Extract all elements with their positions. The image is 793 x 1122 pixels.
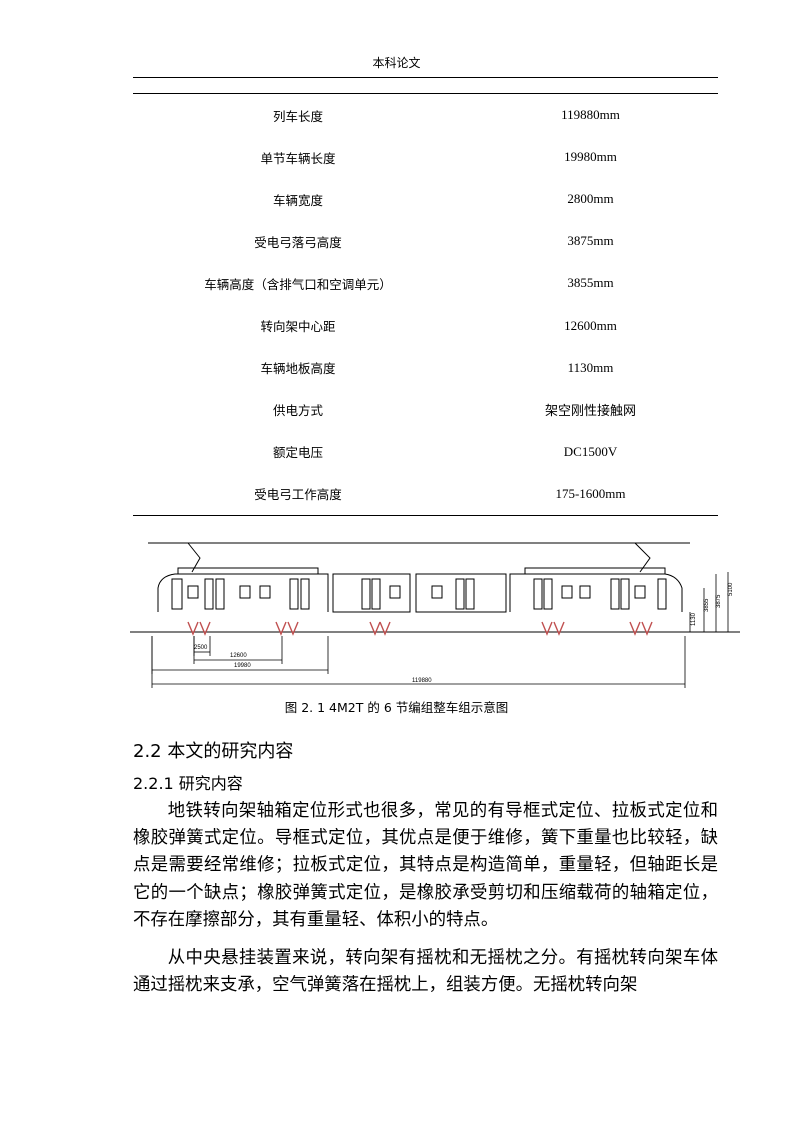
- spec-name: 车辆地板高度: [260, 361, 336, 377]
- dim-label-d3: 19980: [234, 663, 251, 669]
- door: [533, 578, 543, 610]
- spec-value: 2800mm: [567, 191, 614, 207]
- door: [215, 578, 225, 610]
- spec-value: 175-1600mm: [555, 485, 626, 501]
- window: [389, 585, 401, 599]
- door: [455, 578, 465, 610]
- window: [259, 585, 271, 599]
- table-row: 转向架中心距 12600mm: [133, 304, 718, 346]
- table-row: 受电弓落弓高度 3875mm: [133, 220, 718, 262]
- table-row: 列车长度 119880mm: [133, 94, 718, 137]
- table-row: 额定电压 DC1500V: [133, 431, 718, 473]
- door: [204, 578, 214, 610]
- table-row: 车辆地板高度 1130mm: [133, 347, 718, 389]
- subsection-heading: 2.2.1 研究内容: [133, 774, 243, 793]
- door: [300, 578, 310, 610]
- window: [579, 585, 591, 599]
- dim-label-h1: 1130: [691, 612, 697, 626]
- door: [657, 578, 667, 610]
- car-body-rear: [509, 573, 683, 612]
- door: [361, 578, 371, 610]
- table-row: 受电弓工作高度 175-1600mm: [133, 473, 718, 516]
- dim-label-h3: 3875: [716, 594, 722, 608]
- car-body-front: [157, 573, 329, 612]
- table-row: 车辆宽度 2800mm: [133, 178, 718, 220]
- door: [171, 578, 183, 610]
- window: [561, 585, 573, 599]
- dim-label-d1: 2500: [194, 645, 208, 651]
- bogie-group: [187, 621, 653, 636]
- spec-value: 3875mm: [567, 233, 614, 249]
- spec-name: 转向架中心距: [260, 319, 336, 335]
- window: [634, 585, 646, 599]
- spec-name: 单节车辆长度: [260, 150, 336, 166]
- figure-caption: 图 2. 1 4M2T 的 6 节编组整车组示意图: [284, 700, 509, 715]
- dim-label-d4: 119880: [412, 678, 432, 684]
- door: [620, 578, 630, 610]
- pantograph-left: [187, 542, 201, 573]
- spec-name: 车辆高度（含排气口和空调单元）: [204, 276, 392, 292]
- dim-label-d2: 12600: [230, 653, 247, 659]
- table-row: 车辆高度（含排气口和空调单元） 3855mm: [133, 262, 718, 304]
- spec-name: 列车长度: [272, 108, 323, 124]
- car-body-middle-2: [415, 573, 507, 613]
- spec-value: 12600mm: [564, 317, 617, 333]
- car-body-middle-1: [332, 573, 411, 613]
- table-row: 供电方式 架空刚性接触网: [133, 389, 718, 431]
- spec-table: 列车长度 119880mm 单节车辆长度 19980mm 车辆宽度 2800mm 受电…: [133, 93, 718, 516]
- window: [239, 585, 251, 599]
- roof-unit: [524, 567, 666, 575]
- spec-value: 3855mm: [567, 275, 614, 291]
- door: [371, 578, 381, 610]
- spec-value: DC1500V: [563, 443, 618, 459]
- dim-label-h4: 5100: [728, 582, 734, 596]
- spec-value: 19980mm: [564, 149, 617, 165]
- paragraph: 地铁转向架轴箱定位形式也很多，常见的有导框式定位、拉板式定位和橡胶弹簧式定位。导…: [133, 801, 718, 930]
- table-row: 单节车辆长度 19980mm: [133, 136, 718, 178]
- door: [610, 578, 620, 610]
- door: [289, 578, 299, 610]
- pantograph-right: [634, 542, 651, 573]
- dim-label-h2: 3855: [704, 598, 710, 612]
- header-rule: [133, 77, 718, 78]
- spec-name: 受电弓工作高度: [254, 487, 342, 503]
- door: [465, 578, 475, 610]
- section-heading: 2.2 本文的研究内容: [133, 741, 294, 762]
- spec-name: 车辆宽度: [272, 192, 323, 208]
- spec-value: 119880mm: [561, 107, 620, 123]
- running-header: 本科论文: [372, 56, 421, 70]
- spec-value: 架空刚性接触网: [544, 403, 636, 419]
- paragraph: 从中央悬挂装置来说，转向架有摇枕和无摇枕之分。有摇枕转向架车体通过摇枕来支承，空…: [133, 948, 718, 996]
- spec-value: 1130mm: [567, 359, 614, 375]
- roof-unit: [177, 567, 319, 575]
- train-diagram: 2500 12600 19980 119880 1130 3855 3875 5…: [130, 542, 740, 688]
- window: [187, 585, 199, 599]
- window: [431, 585, 443, 599]
- door: [543, 578, 553, 610]
- spec-name: 额定电压: [272, 445, 323, 461]
- spec-name: 受电弓落弓高度: [254, 234, 342, 250]
- spec-name: 供电方式: [272, 403, 323, 419]
